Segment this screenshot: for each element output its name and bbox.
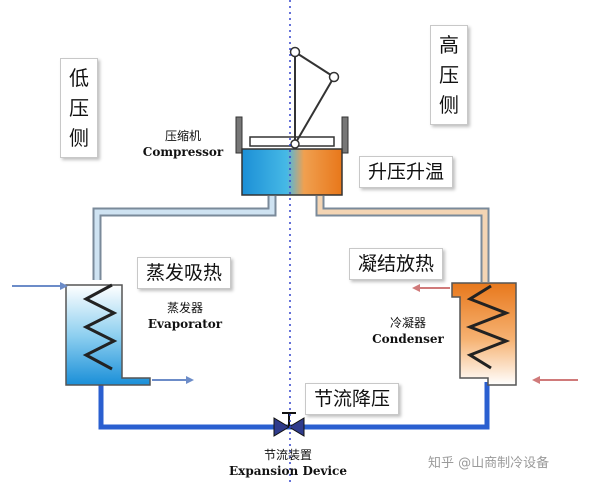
condenser-label-zh: 冷凝器 [389,316,426,330]
high-pressure-side-label: 高压侧 [430,25,468,125]
low-pressure-side-label: 低压侧 [60,58,98,158]
compressor [235,46,349,196]
compressor-label-zh: 压缩机 [164,129,201,143]
evaporator-label-zh: 蒸发器 [166,301,203,315]
expansion-valve [273,412,305,437]
process-throttle-label: 节流降压 [305,383,400,415]
compressor-label: 压缩机 Compressor [140,128,226,160]
suction-line [92,196,277,280]
evaporator-label-en: Evaporator [147,317,223,331]
process-evaporate-label: 蒸发吸热 [137,257,232,289]
condenser-label-en: Condenser [372,332,444,346]
condenser-label: 冷凝器 Condenser [366,315,450,347]
compressor-label-en: Compressor [142,145,224,159]
evaporator-label: 蒸发器 Evaporator [140,300,230,332]
liquid-line [98,380,490,430]
air-flow-arrows [12,282,578,384]
expansion-device-label-en: Expansion Device [229,464,347,478]
condenser [451,282,517,386]
expansion-device-label: 节流装置 Expansion Device [218,447,358,479]
watermark: 知乎 @山商制冷设备 [428,456,550,471]
process-compress-label: 升压升温 [359,156,454,188]
process-condense-label: 凝结放热 [349,248,444,280]
evaporator [65,283,151,386]
discharge-line [315,196,490,282]
expansion-device-label-zh: 节流装置 [263,448,312,462]
